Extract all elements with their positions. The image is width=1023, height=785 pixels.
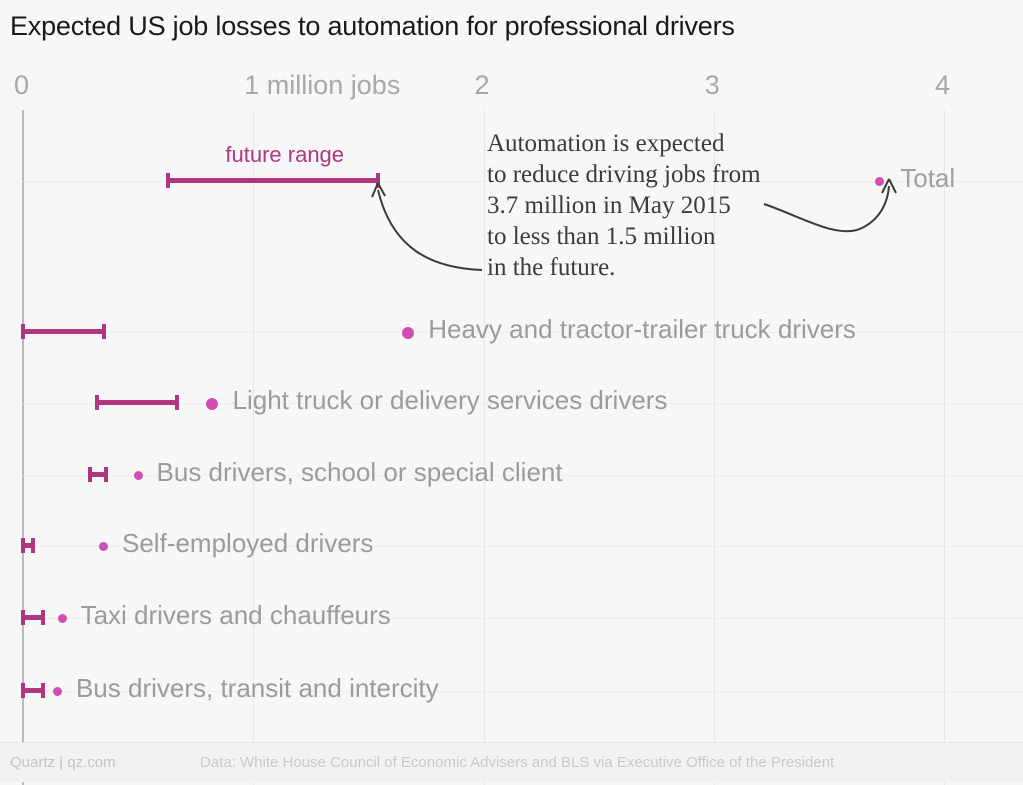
row-baseline (23, 618, 1023, 619)
chart-row[interactable]: Light truck or delivery services drivers (0, 385, 1023, 416)
page-title: Expected US job losses to automation for… (10, 11, 735, 41)
row-label: Self-employed drivers (122, 528, 374, 558)
range-cap-high (175, 395, 180, 410)
x-tick-label: 1 million jobs (244, 70, 401, 100)
current-value-dot[interactable] (99, 542, 109, 551)
row-baseline (23, 181, 1023, 182)
row-baseline (23, 691, 1023, 692)
gridline-0 (22, 110, 24, 785)
row-label: Bus drivers, transit and intercity (75, 673, 439, 703)
range-cap-low (166, 173, 171, 188)
current-value-dot[interactable] (133, 471, 143, 480)
gridline-3 (713, 110, 715, 785)
chart-row[interactable]: Bus drivers, school or special client (0, 457, 1023, 488)
footer: Quartz | qz.com Data: White House Counci… (0, 742, 1023, 782)
footer-source[interactable]: Quartz | qz.com (10, 754, 116, 771)
chart-row[interactable]: Taxi drivers and chauffeurs (0, 600, 1023, 631)
x-tick-label: 3 (704, 70, 720, 100)
current-value-dot[interactable] (205, 397, 218, 410)
future-range-bar[interactable] (23, 329, 104, 334)
future-range-bar[interactable] (23, 688, 43, 693)
row-label: Taxi drivers and chauffeurs (80, 600, 391, 630)
row-baseline (23, 332, 1023, 333)
range-cap-low (21, 324, 25, 339)
range-cap-high (40, 683, 45, 698)
gridline-2 (483, 110, 485, 785)
row-label: Bus drivers, school or special client (156, 457, 563, 487)
range-cap-low (21, 610, 25, 625)
row-label: Total (900, 163, 956, 193)
chart-row[interactable]: Self-employed drivers (0, 528, 1023, 559)
range-cap-high (103, 467, 108, 482)
future-range-bar[interactable] (23, 615, 43, 620)
range-cap-high (101, 324, 106, 339)
row-label: Light truck or delivery services drivers (232, 385, 668, 415)
row-label: Heavy and tractor-trailer truck drivers (428, 314, 856, 344)
future-range-bar[interactable] (23, 543, 34, 548)
range-cap-high (375, 173, 380, 188)
chart-row[interactable]: Heavy and tractor-trailer truck drivers (0, 314, 1023, 345)
row-baseline (23, 546, 1023, 547)
footer-credit: Data: White House Council of Economic Ad… (200, 754, 835, 771)
range-cap-low (94, 395, 99, 410)
chart-row[interactable]: Bus drivers, transit and intercity (0, 673, 1023, 704)
future-range-legend: future range (225, 142, 345, 167)
future-range-bar[interactable] (96, 400, 178, 405)
row-baseline (23, 403, 1023, 404)
row-baseline (23, 475, 1023, 476)
current-value-dot[interactable] (401, 326, 414, 339)
future-range-bar[interactable] (89, 472, 106, 477)
range-cap-high (31, 538, 36, 553)
range-cap-low (21, 683, 25, 698)
x-tick-label: 4 (935, 70, 951, 100)
range-cap-low (21, 538, 25, 553)
annotation-text: Automation is expected to reduce driving… (487, 130, 761, 281)
current-value-dot[interactable] (53, 687, 63, 696)
current-value-dot[interactable] (57, 614, 67, 623)
range-cap-low (87, 467, 92, 482)
chart-row[interactable]: Total (0, 163, 1023, 194)
gridline-1-million-jobs (253, 110, 255, 785)
future-range-bar[interactable] (168, 178, 378, 183)
x-tick-label: 0 (14, 70, 30, 100)
current-value-dot[interactable] (875, 177, 885, 186)
range-cap-high (40, 610, 45, 625)
footer-divider (0, 742, 1023, 743)
gridline-4 (944, 110, 945, 785)
x-tick-label: 2 (474, 70, 490, 100)
